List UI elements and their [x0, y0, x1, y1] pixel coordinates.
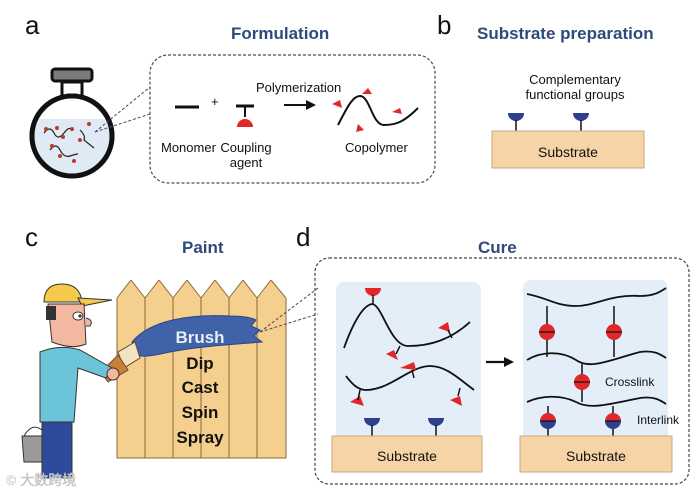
arrow-right-icon [284, 100, 316, 110]
coupling-agent-label-line1: Coupling [220, 140, 272, 155]
panel-b-graphic [491, 113, 645, 169]
paint-stroke [131, 315, 264, 357]
substrate-block-right [519, 435, 673, 473]
substrate-label-left: Substrate [377, 448, 437, 464]
panel-c-letter: c [25, 222, 38, 252]
functional-group-icons [364, 418, 444, 436]
method-spin: Spin [181, 403, 219, 422]
method-dip: Dip [186, 354, 214, 373]
substrate-block-left [331, 435, 483, 473]
panel-c-title: Paint [182, 238, 224, 257]
formulation-callout-box [149, 54, 436, 184]
flask-icon [29, 67, 115, 179]
polymerization-label: Polymerization [256, 80, 342, 95]
method-brush: Brush [175, 328, 225, 347]
painter-illustration [21, 283, 120, 479]
crosslink-label: Crosslink [605, 375, 655, 389]
copolymer-label: Copolymer [345, 140, 408, 155]
substrate-block [491, 130, 645, 169]
panel-b-letter: b [437, 10, 452, 40]
panel-d-graphic [314, 257, 690, 485]
uncured-layer [336, 282, 481, 442]
panel-a-title: Formulation [231, 24, 330, 43]
functional-groups-line2: functional groups [525, 87, 625, 102]
coupling-group-icons [350, 288, 462, 406]
panel-c-graphic [21, 280, 319, 479]
watermark: © 大数跨境 [6, 472, 77, 488]
cured-layer [523, 280, 668, 442]
functional-group-icon [508, 113, 524, 131]
coupling-agent-label: Coupling agent [218, 140, 274, 170]
functional-groups-label: Complementary functional groups [500, 72, 650, 102]
copolymer-icon [332, 88, 419, 132]
panel-d-letter: d [296, 222, 311, 252]
functional-groups-line1: Complementary [529, 72, 621, 87]
method-cast: Cast [181, 378, 219, 397]
panel-a-letter: a [25, 10, 40, 40]
coupling-agent-icon [236, 104, 254, 127]
interlink-label: Interlink [637, 413, 680, 427]
substrate-label-right: Substrate [566, 448, 626, 464]
cure-callout-box [314, 257, 690, 485]
arrow-right-icon [486, 357, 514, 367]
plus-label: + [211, 94, 219, 109]
panel-a-graphic [29, 54, 436, 184]
crosslink-icons [539, 324, 622, 390]
monomer-label: Monomer [161, 140, 216, 155]
functional-group-icon [573, 113, 589, 131]
panel-b-title: Substrate preparation [477, 24, 654, 43]
panel-d-title: Cure [478, 238, 517, 257]
coupling-agent-label-line2: agent [229, 155, 263, 170]
method-spray: Spray [176, 428, 224, 447]
interlink-icons [540, 413, 621, 429]
substrate-label-b: Substrate [538, 144, 598, 160]
